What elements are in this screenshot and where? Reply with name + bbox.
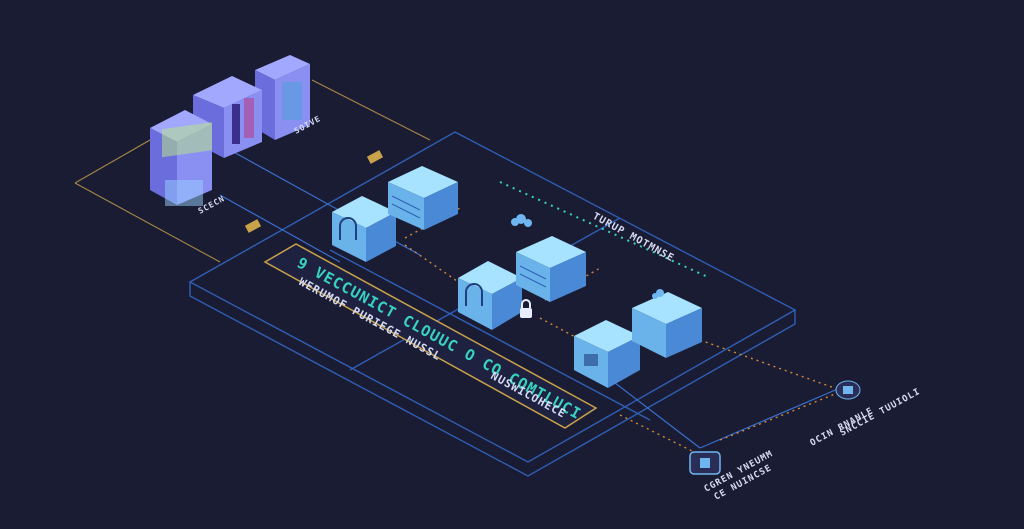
- cloud-icon: [511, 214, 664, 299]
- server-cube-2: [388, 166, 458, 230]
- server-cube-4: [516, 236, 586, 302]
- small-tags: [244, 150, 384, 233]
- shield-icon: [835, 380, 861, 400]
- network-label: TURUP MOTMNSE: [591, 211, 676, 264]
- server-cube-1: [332, 196, 396, 262]
- banner: [263, 243, 598, 429]
- server-cube-6: [632, 292, 702, 358]
- lock-icon: [520, 299, 532, 318]
- frame-outline: [74, 79, 431, 263]
- server-cube-3: [458, 261, 522, 330]
- lock-icon: [689, 451, 721, 475]
- server-rack-group: [150, 55, 310, 206]
- server-cube-5: [574, 320, 640, 388]
